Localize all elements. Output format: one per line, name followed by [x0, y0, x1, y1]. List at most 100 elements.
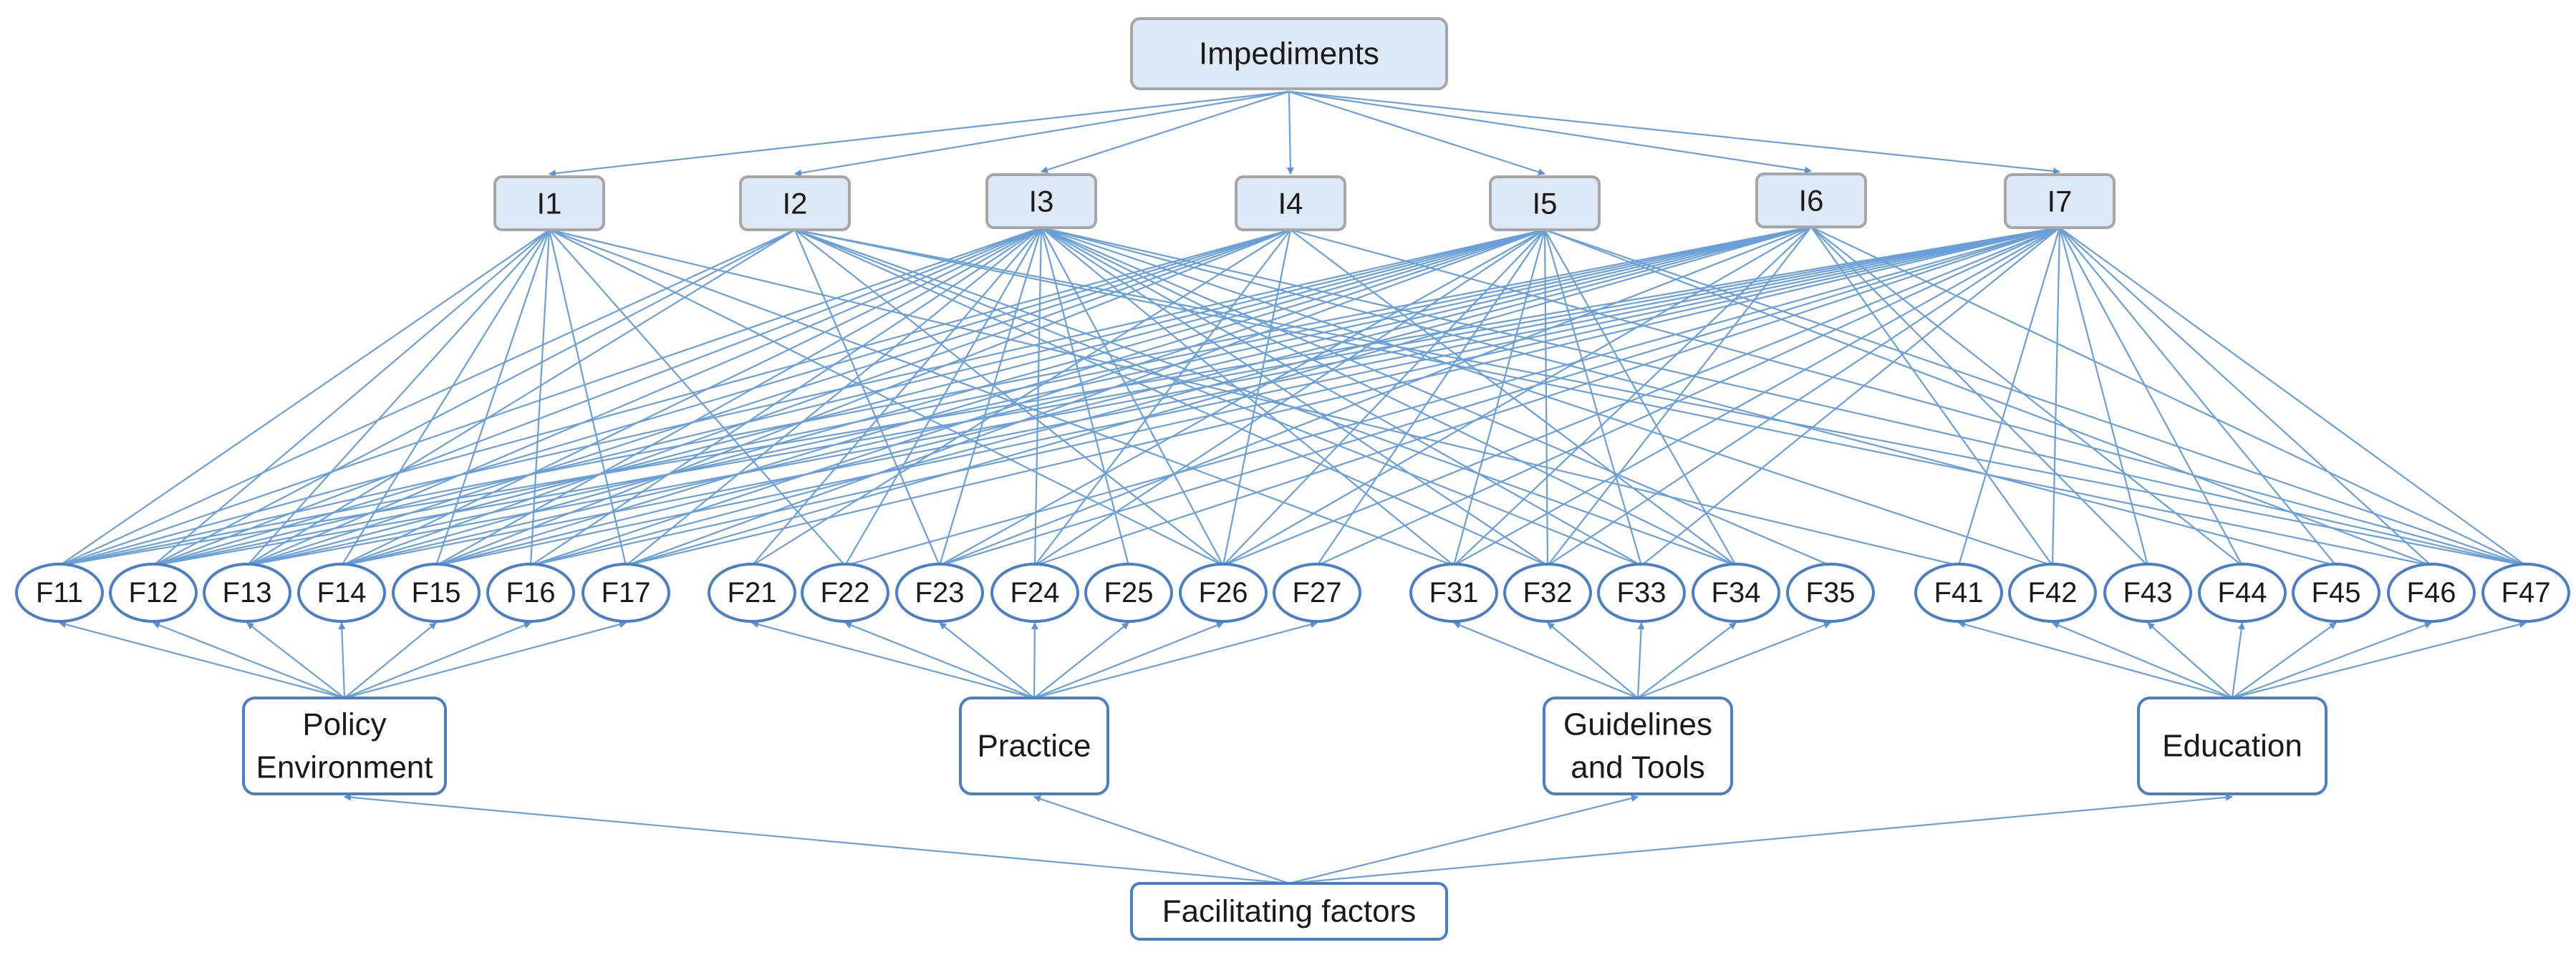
- factor-ellipse-f35: [1786, 563, 1875, 623]
- edge-c4-to-f47: [2232, 621, 2527, 699]
- factor-ellipse-f32: [1503, 563, 1592, 623]
- factor-node-f22: F22: [801, 563, 889, 623]
- factor-node-f24: F24: [990, 563, 1079, 623]
- edge-i6-f15: [435, 226, 1812, 567]
- factor-ellipse-f42: [2008, 563, 2097, 623]
- edge-i6-f32: [1547, 226, 1812, 566]
- edge-i3-f15: [435, 227, 1042, 566]
- factor-label-f45: F45: [2312, 577, 2361, 609]
- factor-node-f14: F14: [297, 563, 386, 623]
- edge-i4-f15: [435, 228, 1291, 567]
- edge-i5-f31: [1452, 229, 1546, 566]
- factor-ellipse-f15: [392, 563, 481, 623]
- edge-c1-to-f15: [344, 622, 437, 699]
- edge-i7-f45: [2059, 227, 2337, 566]
- factor-node-f13: F13: [203, 563, 291, 623]
- factor-ellipse-f45: [2292, 563, 2380, 623]
- impediment-label-i4: I4: [1278, 187, 1303, 220]
- edge-i7-f42: [2051, 227, 2061, 566]
- factor-node-f12: F12: [109, 563, 198, 623]
- edge-i3-f23: [938, 227, 1043, 566]
- edge-c3-to-f33: [1636, 622, 1645, 699]
- edge-i4-f26: [1222, 229, 1292, 566]
- edge-i7-f17: [625, 226, 2060, 567]
- factor-ellipse-f22: [801, 563, 889, 623]
- factor-label-f32: F32: [1523, 577, 1573, 609]
- edge-i5-f16: [530, 228, 1545, 567]
- edge-facilitating-to-c3: [1288, 795, 1639, 885]
- edge-i3-f22: [844, 227, 1042, 566]
- edge-c2-to-f27: [1033, 621, 1318, 699]
- factor-node-f46: F46: [2387, 563, 2476, 623]
- impediments-label: Impediments: [1199, 37, 1379, 72]
- factor-node-f23: F23: [895, 563, 984, 623]
- edge-i6-f23: [939, 226, 1812, 567]
- edge-i6-f12: [153, 226, 1812, 567]
- factor-node-f45: F45: [2292, 563, 2380, 623]
- factor-ellipse-f16: [486, 563, 575, 623]
- factor-ellipse-f21: [708, 563, 796, 623]
- edge-i5-f11: [59, 228, 1545, 567]
- edge-i3-f25: [1040, 227, 1130, 566]
- edge-c2-to-f26: [1033, 621, 1224, 699]
- edge-i7-f47: [2059, 227, 2527, 566]
- category-label-c3-line-2: and Tools: [1571, 750, 1705, 785]
- edge-i3-f47: [1041, 226, 2527, 567]
- factor-node-f17: F17: [582, 563, 670, 623]
- edge-i3-f14: [341, 227, 1042, 566]
- facilitating-factors-label: Facilitating factors: [1162, 894, 1417, 929]
- facilitating-factors-node: Facilitating factors: [1130, 882, 1448, 941]
- factor-node-f27: F27: [1273, 563, 1361, 623]
- impediment-node-i2: I2: [739, 175, 851, 231]
- edge-c1-to-f12: [153, 621, 345, 699]
- factor-ellipse-f41: [1914, 563, 2003, 623]
- edge-i1-f41: [549, 228, 1959, 567]
- impediment-label-i7: I7: [2047, 185, 2072, 218]
- factor-node-f33: F33: [1597, 563, 1686, 623]
- edge-i4-f47: [1290, 228, 2527, 567]
- edge-i3-f24: [1033, 227, 1043, 566]
- category-box-c4: [2137, 697, 2327, 795]
- factor-ellipse-f47: [2481, 563, 2570, 623]
- edge-i7-f15: [435, 226, 2060, 567]
- edge-i6-f13: [246, 226, 1812, 567]
- edge-i1-f15: [435, 229, 551, 566]
- edge-c1-to-f17: [344, 621, 627, 699]
- edge-i7-f32: [1547, 227, 2060, 566]
- factor-label-f12: F12: [129, 577, 178, 609]
- edge-impediments-to-i7: [1288, 90, 2060, 175]
- factor-node-f44: F44: [2198, 563, 2287, 623]
- edge-i3-f34: [1041, 227, 1737, 566]
- category-label-c1-line-2: Environment: [256, 750, 433, 785]
- edge-c1-to-f16: [344, 621, 531, 699]
- impediment-label-i6: I6: [1798, 184, 1823, 218]
- edge-i5-f46: [1544, 228, 2432, 567]
- impediment-node-i7: I7: [2004, 173, 2116, 229]
- factor-node-f16: F16: [486, 563, 575, 623]
- edge-c4-to-f43: [2147, 622, 2233, 699]
- edge-i6-f47: [1810, 226, 2527, 566]
- edge-i6-f16: [530, 226, 1812, 567]
- edge-c2-to-f23: [939, 622, 1035, 699]
- edge-i5-f14: [341, 228, 1545, 567]
- edge-impediments-to-i6: [1288, 90, 1812, 174]
- factor-node-f31: F31: [1409, 563, 1498, 623]
- edge-i5-f12: [153, 228, 1545, 567]
- edge-i6-f26: [1222, 226, 1812, 566]
- factor-node-f47: F47: [2481, 563, 2570, 623]
- edge-i3-f35: [1041, 226, 1831, 567]
- edge-i2-f11: [59, 228, 796, 567]
- edge-c4-to-f45: [2232, 622, 2337, 699]
- factor-label-f17: F17: [602, 577, 651, 609]
- factor-label-f24: F24: [1010, 577, 1060, 609]
- category-label-c3-line-1: Guidelines: [1563, 707, 1712, 742]
- factor-node-f25: F25: [1084, 563, 1173, 623]
- edge-i1-f31: [549, 228, 1455, 567]
- impediment-node-i3: I3: [985, 173, 1097, 229]
- impediment-node-i5: I5: [1489, 175, 1601, 231]
- edge-i6-f44: [1810, 226, 2243, 566]
- factor-label-f23: F23: [915, 577, 965, 609]
- edge-i6-f14: [341, 226, 1812, 567]
